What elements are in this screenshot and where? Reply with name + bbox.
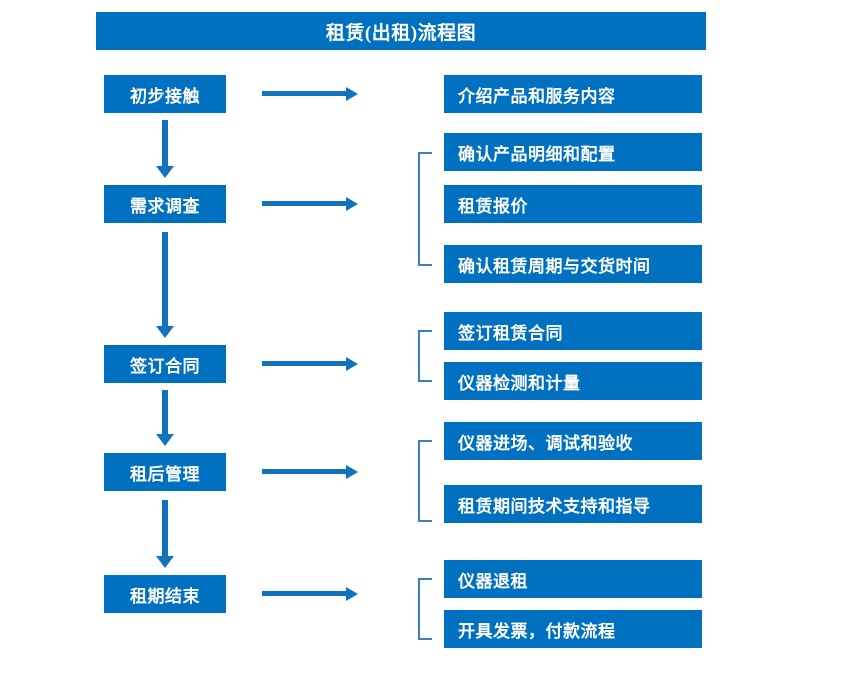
stage-box-3[interactable]: 签订合同 [104,345,226,383]
horizontal-arrow-1 [262,86,358,102]
group-bracket-5 [418,578,432,640]
vertical-arrow-2 [156,232,174,338]
detail-box-8[interactable]: 租赁期间技术支持和指导 [444,485,702,523]
detail-box-1[interactable]: 介绍产品和服务内容 [444,75,702,113]
detail-box-6[interactable]: 仪器检测和计量 [444,362,702,400]
detail-box-5[interactable]: 签订租赁合同 [444,312,702,350]
group-bracket-2 [418,152,432,266]
vertical-arrow-1 [156,120,174,178]
detail-box-2[interactable]: 确认产品明细和配置 [444,133,702,171]
group-bracket-3 [418,330,432,382]
horizontal-arrow-3 [262,356,358,372]
vertical-arrow-4 [156,500,174,568]
detail-box-9[interactable]: 仪器退租 [444,560,702,598]
detail-box-7[interactable]: 仪器进场、调试和验收 [444,422,702,460]
horizontal-arrow-5 [262,586,358,602]
diagram-title: 租赁(出租)流程图 [96,12,706,50]
vertical-arrow-3 [156,390,174,446]
group-bracket-4 [418,440,432,522]
stage-box-1[interactable]: 初步接触 [104,75,226,113]
detail-box-3[interactable]: 租赁报价 [444,185,702,223]
detail-box-10[interactable]: 开具发票，付款流程 [444,610,702,648]
horizontal-arrow-4 [262,464,358,480]
stage-box-4[interactable]: 租后管理 [104,453,226,491]
horizontal-arrow-2 [262,196,358,212]
detail-box-4[interactable]: 确认租赁周期与交货时间 [444,245,702,283]
stage-box-2[interactable]: 需求调查 [104,185,226,223]
stage-box-5[interactable]: 租期结束 [104,575,226,613]
